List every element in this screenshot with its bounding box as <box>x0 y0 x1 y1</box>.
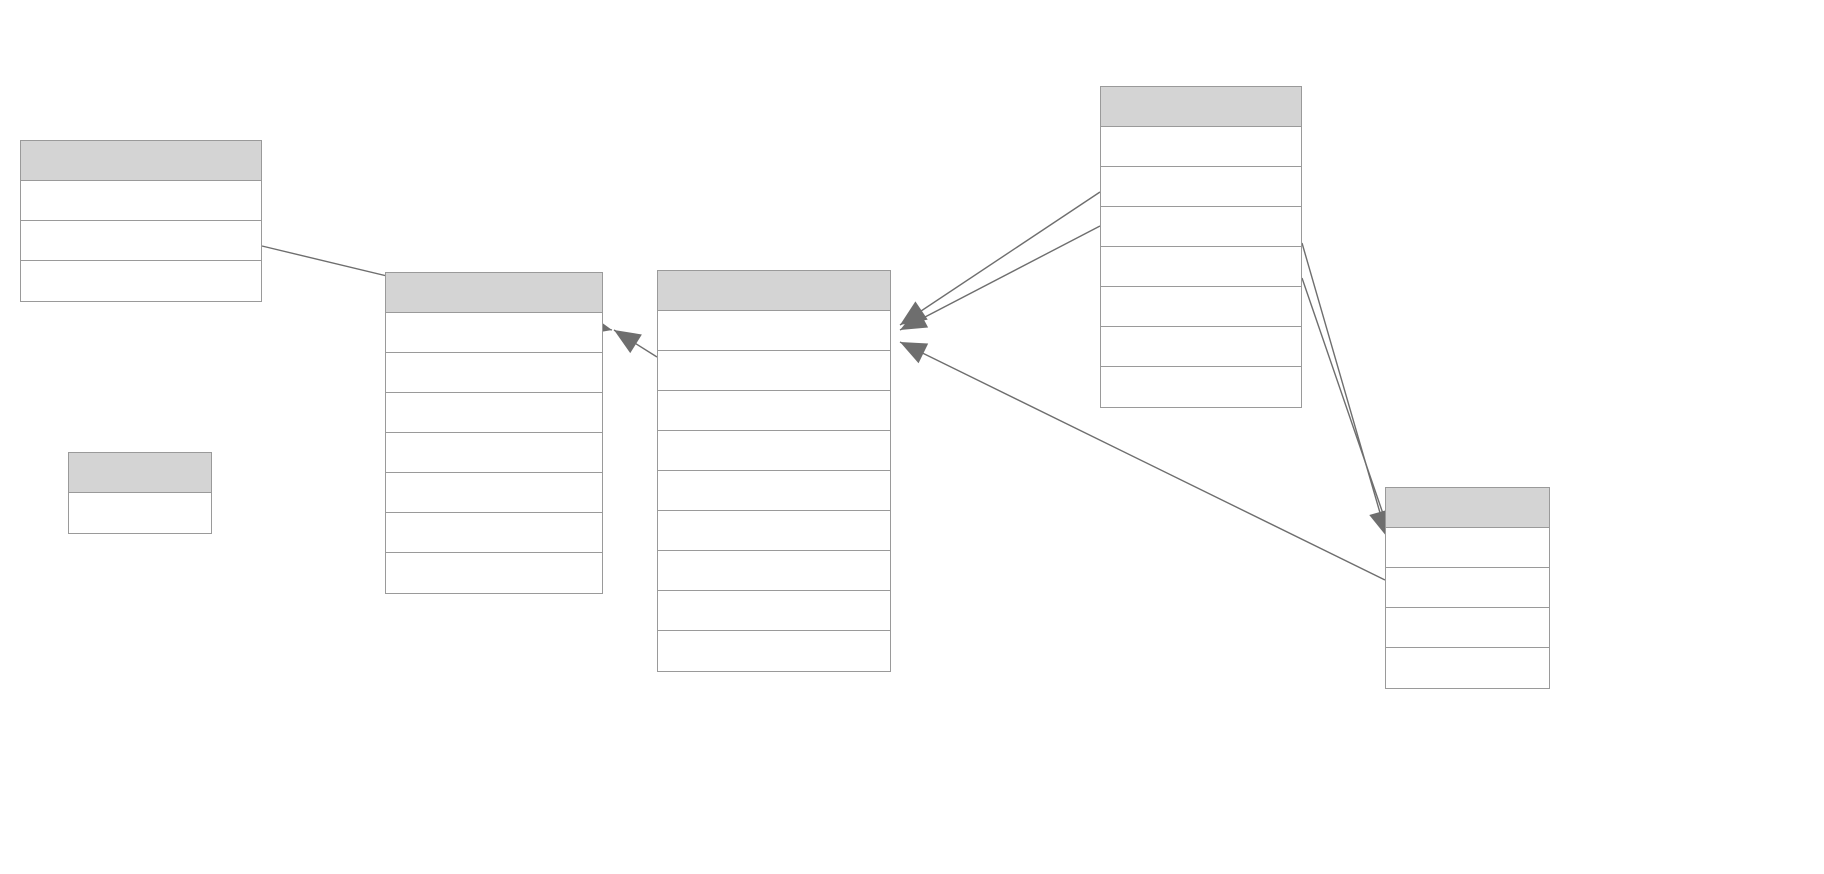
field-row[interactable] <box>1101 207 1301 247</box>
field-row[interactable] <box>386 313 602 353</box>
field-row[interactable] <box>386 433 602 473</box>
relationship-device-to-topology <box>613 329 658 358</box>
field-row[interactable] <box>1101 287 1301 327</box>
relationship-arrowhead <box>900 308 929 330</box>
entity-device[interactable] <box>657 270 891 672</box>
entity-topologyinventory-fields <box>21 181 261 301</box>
field-row[interactable] <box>658 551 890 591</box>
relationship-line <box>1301 277 1392 538</box>
field-row[interactable] <box>386 473 602 513</box>
field-row[interactable] <box>1101 167 1301 207</box>
entity-link-fields <box>1101 127 1301 407</box>
field-row[interactable] <box>1386 528 1549 568</box>
relationship-link-from-interface-to-interface <box>1301 242 1391 538</box>
entity-topologyinventory-title <box>21 141 261 181</box>
entity-interface-title <box>1386 488 1549 528</box>
field-row[interactable] <box>658 631 890 671</box>
field-row[interactable] <box>21 221 261 261</box>
field-row[interactable] <box>658 591 890 631</box>
field-row[interactable] <box>386 513 602 553</box>
relationship-line <box>899 191 1101 326</box>
field-row[interactable] <box>1386 648 1549 688</box>
relationship-line <box>613 329 658 358</box>
entity-client[interactable] <box>68 452 212 534</box>
entity-topology[interactable] <box>385 272 603 594</box>
field-row[interactable] <box>1386 568 1549 608</box>
entity-topologyinventory[interactable] <box>20 140 262 302</box>
field-row[interactable] <box>21 181 261 221</box>
field-row[interactable] <box>69 493 211 533</box>
entity-client-fields <box>69 493 211 533</box>
entity-interface[interactable] <box>1385 487 1550 689</box>
entity-device-title <box>658 271 890 311</box>
field-row[interactable] <box>21 261 261 301</box>
relationship-line <box>899 225 1101 331</box>
entity-device-fields <box>658 311 890 671</box>
field-row[interactable] <box>1101 247 1301 287</box>
field-row[interactable] <box>1101 327 1301 367</box>
relationship-arrowhead <box>900 342 929 364</box>
entity-link-title <box>1101 87 1301 127</box>
relationship-line <box>1301 242 1388 538</box>
entity-interface-fields <box>1386 528 1549 688</box>
entity-topology-fields <box>386 313 602 593</box>
field-row[interactable] <box>1386 608 1549 648</box>
field-row[interactable] <box>386 353 602 393</box>
field-row[interactable] <box>658 311 890 351</box>
relationship-link-to-device-to-device <box>899 225 1101 331</box>
field-row[interactable] <box>386 393 602 433</box>
relationship-arrowhead <box>900 301 928 325</box>
entity-link[interactable] <box>1100 86 1302 408</box>
field-row[interactable] <box>658 351 890 391</box>
entity-client-title <box>69 453 211 493</box>
field-row[interactable] <box>658 391 890 431</box>
field-row[interactable] <box>658 431 890 471</box>
field-row[interactable] <box>386 553 602 593</box>
field-row[interactable] <box>1101 127 1301 167</box>
entity-topology-title <box>386 273 602 313</box>
field-row[interactable] <box>658 511 890 551</box>
field-row[interactable] <box>1101 367 1301 407</box>
relationship-link-from-device-to-device <box>899 191 1101 326</box>
relationship-arrowhead <box>614 330 642 354</box>
field-row[interactable] <box>658 471 890 511</box>
